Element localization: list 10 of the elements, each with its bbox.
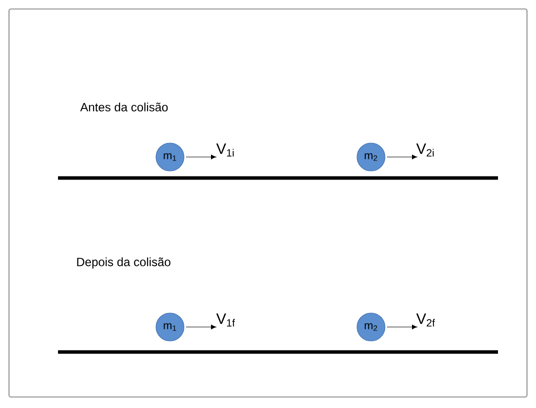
ball: m$_{2}$ <box>356 312 386 342</box>
ball: m$_{1}$ <box>156 312 184 342</box>
ball: m$_{1}$ <box>156 142 184 172</box>
velocity-label: V$_{2f}$ <box>416 314 435 326</box>
velocity-label: V$_{1f}$ <box>216 314 235 326</box>
ball: m$_{2}$ <box>356 142 386 172</box>
heading: Depois da colisão <box>77 257 170 269</box>
velocity-label: V$_{2i}$ <box>416 144 434 156</box>
heading: Antes da colisão <box>80 102 168 112</box>
velocity-label: V$_{1i}$ <box>216 144 234 156</box>
